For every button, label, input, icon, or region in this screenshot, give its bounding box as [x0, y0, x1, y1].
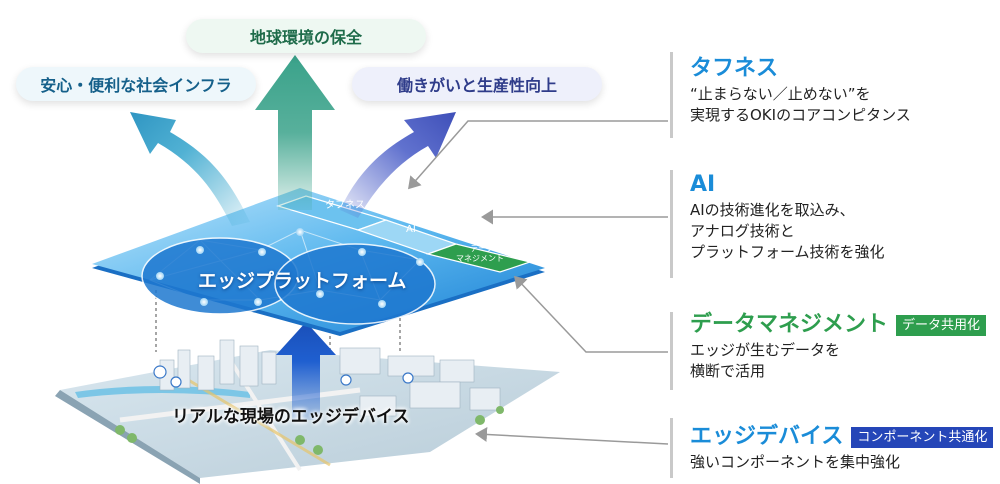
feature-line: 強いコンポーネントを集中強化	[690, 453, 901, 471]
platform-title: エッジプラットフォーム	[198, 270, 407, 292]
feature-line: “止まらない／止めない”を	[690, 85, 871, 103]
feature-badge: データ共用化	[896, 314, 987, 336]
feature-line: AIの技術進化を取込み、	[690, 201, 855, 219]
platform-layer	[92, 188, 545, 336]
feature-badge: コンポーネント共通化	[851, 426, 994, 448]
divider-toughness	[670, 52, 673, 138]
upward-arrow	[276, 322, 336, 420]
arrow-infrastructure	[130, 112, 250, 226]
goal-arrows	[130, 55, 456, 226]
feature-line: プラットフォーム技術を強化	[690, 243, 885, 261]
goal-work-style-label: 働きがいと生産性向上	[352, 67, 602, 101]
panel-data-label-2: マネジメント	[456, 254, 504, 263]
feature-title: データマネジメント	[690, 312, 889, 337]
panel-data-shape	[425, 243, 533, 273]
arrow-work	[340, 112, 456, 218]
feature-edge-device: エッジデバイス コンポーネント共通化 強いコンポーネントを集中強化	[690, 424, 994, 473]
feature-line: 横断で活用	[690, 362, 766, 380]
divider-data	[670, 312, 673, 390]
panel-ai-label: AI	[406, 224, 416, 235]
arrow-environment	[255, 55, 335, 210]
feature-line: エッジが生むデータを	[690, 341, 841, 359]
feature-title: AI	[690, 172, 716, 197]
feature-description: “止まらない／止めない”を 実現するOKIのコアコンピタンス	[690, 84, 911, 126]
divider-ai	[670, 170, 673, 278]
feature-description: 強いコンポーネントを集中強化	[690, 452, 993, 473]
feature-toughness: タフネス “止まらない／止めない”を 実現するOKIのコアコンピタンス	[690, 56, 911, 126]
city-title: リアルな現場のエッジデバイス	[172, 407, 410, 427]
feature-ai: AI AIの技術進化を取込み、 アナログ技術と プラットフォーム技術を強化	[690, 172, 885, 263]
goal-environment-label: 地球環境の保全	[186, 19, 426, 53]
feature-data-management: データマネジメント データ共用化 エッジが生むデータを 横断で活用	[690, 312, 987, 382]
pointer-lines	[408, 120, 669, 445]
panel-toughness-label: タフネス	[325, 200, 365, 211]
feature-description: AIの技術進化を取込み、 アナログ技術と プラットフォーム技術を強化	[690, 200, 885, 263]
feature-description: エッジが生むデータを 横断で活用	[690, 340, 986, 382]
panel-data-label-1: データ	[470, 244, 494, 253]
feature-line: 実現するOKIのコアコンピタンス	[690, 106, 911, 124]
feature-title: エッジデバイス	[690, 424, 844, 449]
feature-line: アナログ技術と	[690, 222, 795, 240]
feature-title: タフネス	[690, 56, 779, 81]
goal-infrastructure-label: 安心・便利な社会インフラ	[16, 67, 256, 101]
divider-edge	[670, 418, 673, 478]
